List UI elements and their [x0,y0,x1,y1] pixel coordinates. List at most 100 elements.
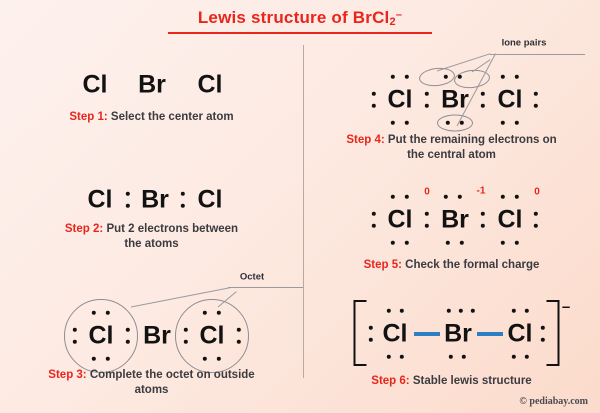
step4-lonepair-ellipse-bottom [437,114,473,132]
step3-cl-left-dot-l2 [72,339,78,345]
step2-atom-br: Br [141,185,169,214]
step3-octet-circle-right [175,299,249,373]
step5-bond-dot-r1 [480,211,486,217]
step5-cl-left-dot-l2 [371,223,377,229]
step2-atom-cl-right: Cl [197,185,223,214]
step4-cl-left-dot-t1 [390,74,396,80]
step5-cl-right-dot-b1 [500,240,506,246]
step6-bracket-left [353,300,367,366]
step4-bond-dot-l2 [424,103,430,109]
step2-label: Step 2: [64,223,104,235]
step3-cl-left-dot-l1 [72,327,78,333]
step1-caption: Step 1: Select the center atom [0,110,303,125]
step4-bond-dot-r1 [480,91,486,97]
title-underline [168,32,432,34]
step3-text: Complete the octet on outside [89,369,255,381]
step5-br-dot-t1 [443,194,449,200]
page-title: Lewis structure of BrCl2– [0,8,600,28]
step5-formal-charge-br: -1 [476,185,486,197]
step6-cl-right-dot-r2 [540,337,546,343]
step4-cl-right-dot-l1 [533,91,539,97]
step1-atom-cl-right: Cl [197,70,223,99]
step4-label: Step 4: [346,134,385,146]
step6-br-dot-t3 [470,308,476,314]
title-text: Lewis structure of BrCl [197,8,390,27]
step5-cl-right-dot-b2 [514,240,520,246]
step3-caption: Step 3: Complete the octet on outside at… [0,368,303,398]
step4-cl-right-dot-b2 [514,120,520,126]
step3-cl-right-dot-b2 [216,356,222,362]
step4-cl-left-dot-l2 [371,103,377,109]
step5-caption: Step 5: Check the formal charge [303,258,600,273]
step5-formal-charge-cl-left: 0 [424,186,430,198]
step3-text-line2: atoms [134,384,169,396]
step3-cl-left-dot-b1 [91,356,97,362]
step1-text: Select the center atom [110,111,234,123]
step4-cl-left-dot-b2 [404,120,410,126]
step5-atom-cl-right: Cl [497,205,523,234]
step4-caption: Step 4: Put the remaining electrons on t… [303,133,600,163]
step5-atom-cl-left: Cl [387,205,413,234]
step6-br-dot-t2 [458,308,464,314]
step4-cl-left-dot-t2 [404,74,410,80]
step6-cl-left-dot-l1 [368,325,374,331]
step3-octet-label: Octet [239,271,265,283]
step4-text-line2: the central atom [407,149,496,161]
step3-octet-leader-horizontal [228,287,303,288]
step6-bracket-right [546,300,560,366]
step2-bond-dot-r1 [180,191,186,197]
step6-cl-left-dot-l2 [368,337,374,343]
step6-br-dot-b2 [461,354,467,360]
step1-atom-br: Br [138,70,166,99]
step5-bond-dot-r2 [480,223,486,229]
step4-cl-right-dot-t1 [500,74,506,80]
step5-cl-left-dot-b2 [404,240,410,246]
step6-cl-left-dot-b2 [399,354,405,360]
step3-atom-cl-left: Cl [88,321,114,350]
step4-atom-br: Br [441,85,469,114]
step4-bond-dot-l1 [424,91,430,97]
step4-lonepairs-label: lone pairs [501,37,547,49]
step6-cl-right-dot-t1 [511,308,517,314]
step3-cl-right-dot-r2 [236,339,242,345]
step6-cl-right-dot-t2 [524,308,530,314]
step5-cl-right-dot-t2 [514,194,520,200]
step5-bond-dot-l2 [424,223,430,229]
step2-bond-dot-l1 [125,191,131,197]
step5-cl-right-dot-l2 [533,223,539,229]
step3-octet-circle-left [64,299,138,373]
step5-bond-dot-l1 [424,211,430,217]
step6-cl-right-dot-b2 [524,354,530,360]
step5-cl-left-dot-t1 [390,194,396,200]
step4-text: Put the remaining electrons on [387,134,557,146]
step4-cl-right-dot-t2 [514,74,520,80]
step5-br-dot-t2 [457,194,463,200]
step2-caption: Step 2: Put 2 electrons between the atom… [0,222,303,252]
step4-atom-cl-right: Cl [497,85,523,114]
step1-label: Step 1: [69,111,108,123]
step5-br-dot-b2 [459,240,465,246]
step1-atom-cl-left: Cl [82,70,108,99]
step3-cl-right-dot-l2 [183,339,189,345]
step4-br-dot-tl1 [443,74,449,80]
step3-cl-right-dot-t2 [216,310,222,316]
step6-br-dot-b1 [448,354,454,360]
step4-cl-right-dot-l2 [533,103,539,109]
step3-cl-left-dot-t1 [91,310,97,316]
step6-cl-left-dot-t1 [386,308,392,314]
step4-bond-dot-r2 [480,103,486,109]
step6-label: Step 6: [371,375,410,387]
step6-cl-left-dot-t2 [399,308,405,314]
step5-cl-right-dot-l1 [533,211,539,217]
step6-caption: Step 6: Stable lewis structure [303,374,600,389]
step6-atom-cl-left: Cl [382,319,408,348]
step5-cl-left-dot-b1 [390,240,396,246]
step2-atom-cl-left: Cl [87,185,113,214]
footer-credit: © pediabay.com [519,396,588,407]
step5-formal-charge-cl-right: 0 [534,186,540,198]
step3-label: Step 3: [48,369,87,381]
title-subscript: 2 [389,16,396,28]
step4-lonepairs-leader-horizontal [490,54,585,55]
step3-cl-left-dot-b2 [105,356,111,362]
step4-cl-left-dot-l1 [371,91,377,97]
